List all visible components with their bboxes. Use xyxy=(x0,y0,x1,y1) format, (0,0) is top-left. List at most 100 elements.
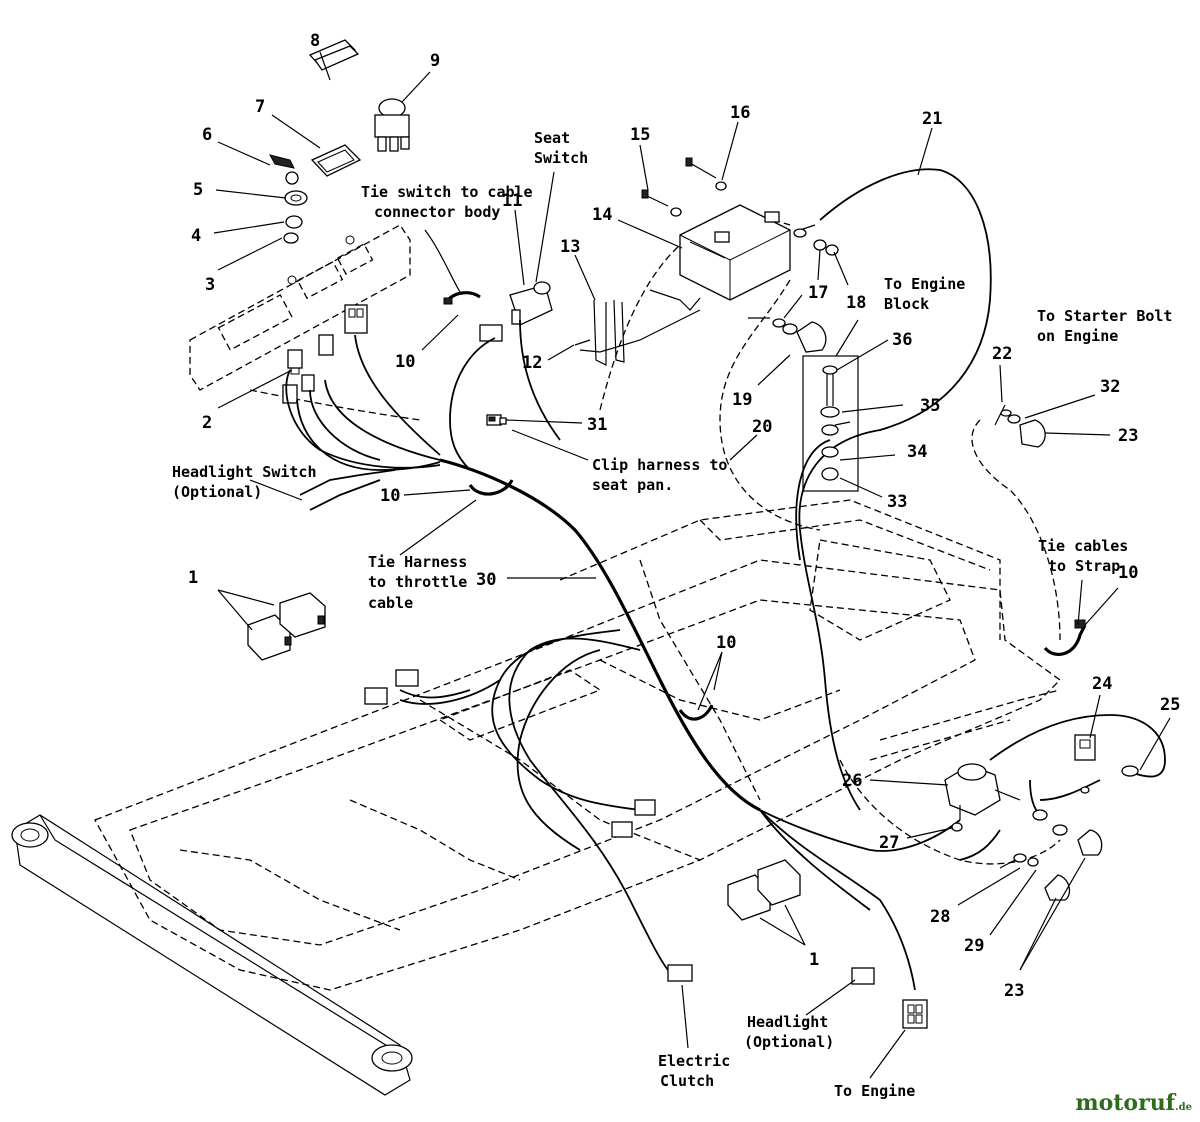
interlock-switches-1a xyxy=(247,592,326,661)
callout-27: 27 xyxy=(879,833,899,853)
callout-19: 19 xyxy=(732,390,752,410)
label-to-starter-bolt-2: on Engine xyxy=(1037,327,1118,345)
label-tie-cables-2: to Strap xyxy=(1048,557,1120,575)
cover-8 xyxy=(308,39,360,71)
callout-1-bottom: 1 xyxy=(809,950,819,970)
label-tie-switch-2: connector body xyxy=(374,203,500,221)
solenoid-26 xyxy=(944,763,1021,820)
label-tie-switch-1: Tie switch to cable xyxy=(361,183,533,201)
battery-14 xyxy=(679,204,791,301)
watermark-logo: motoruf.de xyxy=(1075,1090,1192,1116)
callout-10-top: 10 xyxy=(395,352,415,372)
callout-30: 30 xyxy=(476,570,496,590)
callout-16: 16 xyxy=(730,103,750,123)
cables-20-21 xyxy=(793,168,992,811)
callout-32: 32 xyxy=(1100,377,1120,397)
callout-23-top: 23 xyxy=(1118,426,1138,446)
callout-10-mid: 10 xyxy=(716,633,736,653)
nut-4 xyxy=(283,215,303,244)
harness-connectors-mid xyxy=(364,417,656,838)
callout-9: 9 xyxy=(430,51,440,71)
callout-29: 29 xyxy=(964,936,984,956)
callout-35: 35 xyxy=(920,396,940,416)
tie-strap-10-right xyxy=(1043,619,1087,657)
callout-36: 36 xyxy=(892,330,912,350)
callout-10-right: 10 xyxy=(1118,563,1138,583)
label-clip-harness-2: seat pan. xyxy=(592,476,673,494)
callout-21: 21 xyxy=(922,109,942,129)
nut-5 xyxy=(284,190,308,206)
bolt-stack-33-36 xyxy=(802,355,859,492)
label-headlight-switch-2: (Optional) xyxy=(172,483,262,501)
switch-24 xyxy=(1074,734,1096,761)
connector-to-engine xyxy=(902,999,928,1029)
callout-14: 14 xyxy=(592,205,612,225)
callout-17: 17 xyxy=(808,283,828,303)
callout-20: 20 xyxy=(752,417,772,437)
callout-31: 31 xyxy=(587,415,607,435)
connector-headlight xyxy=(851,967,875,985)
label-headlight-switch-1: Headlight Switch xyxy=(172,463,317,481)
starter-bolt-22-32 xyxy=(994,404,1046,448)
boot-19 xyxy=(796,321,827,353)
battery-holddown-13 xyxy=(574,289,701,366)
cable-25 xyxy=(959,714,1166,861)
callout-25: 25 xyxy=(1160,695,1180,715)
watermark-tld: .de xyxy=(1175,1102,1192,1113)
callout-2: 2 xyxy=(202,413,212,433)
label-tie-cables-1: Tie cables xyxy=(1038,537,1128,555)
interlock-switches-1b xyxy=(727,859,801,921)
callout-18: 18 xyxy=(846,293,866,313)
callout-numbers: 8 9 7 6 5 4 3 2 10 11 12 13 14 15 16 17 … xyxy=(188,31,1180,1001)
label-to-engine-block-2: Block xyxy=(884,295,929,313)
callout-12: 12 xyxy=(522,353,542,373)
label-seat-switch-1: Seat xyxy=(534,129,570,147)
label-tie-harness-1: Tie Harness xyxy=(368,553,467,571)
connector-plugs xyxy=(282,304,503,404)
label-tie-harness-3: cable xyxy=(368,594,413,612)
callout-15: 15 xyxy=(630,125,650,145)
callout-11: 11 xyxy=(502,191,522,211)
front-axle xyxy=(11,814,413,1096)
callout-13: 13 xyxy=(560,237,580,257)
leader-lines xyxy=(213,51,1171,1079)
callout-33: 33 xyxy=(887,492,907,512)
callout-22: 22 xyxy=(992,344,1012,364)
callout-26: 26 xyxy=(842,771,862,791)
callout-1-top: 1 xyxy=(188,568,198,588)
label-electric-clutch-1: Electric xyxy=(658,1052,730,1070)
frame-outline xyxy=(94,217,1061,991)
push-switch-9 xyxy=(374,98,410,152)
hardware-27-29 xyxy=(951,786,1103,901)
label-seat-switch-2: Switch xyxy=(534,149,588,167)
label-to-engine-block-1: To Engine xyxy=(884,275,965,293)
clip-31 xyxy=(486,414,502,426)
callout-5: 5 xyxy=(193,180,203,200)
callout-34: 34 xyxy=(907,442,927,462)
captions: Seat Switch Tie switch to cable connecto… xyxy=(172,129,1172,1100)
bolts-15-16 xyxy=(641,157,727,217)
callout-24: 24 xyxy=(1092,674,1112,694)
label-to-engine: To Engine xyxy=(834,1082,915,1100)
callout-3: 3 xyxy=(205,275,215,295)
label-headlight-1: Headlight xyxy=(747,1013,828,1031)
tie-strap-10-mid xyxy=(468,479,714,721)
hour-meter-7 xyxy=(310,144,362,177)
callout-6: 6 xyxy=(202,125,212,145)
label-headlight-2: (Optional) xyxy=(744,1033,834,1051)
key-6 xyxy=(269,154,299,185)
label-to-starter-bolt-1: To Starter Bolt xyxy=(1037,307,1172,325)
watermark-brand: motoruf xyxy=(1075,1090,1176,1116)
callout-8: 8 xyxy=(310,31,320,51)
dash-panel xyxy=(189,224,411,391)
seat-switch-11 xyxy=(509,281,553,326)
callout-10-left: 10 xyxy=(380,486,400,506)
label-electric-clutch-2: Clutch xyxy=(660,1072,714,1090)
tie-strap-10-top xyxy=(443,291,481,305)
label-clip-harness-1: Clip harness to xyxy=(592,456,727,474)
main-harness-30 xyxy=(285,319,961,991)
callout-4: 4 xyxy=(191,226,201,246)
callout-7: 7 xyxy=(255,97,265,117)
callout-23-bottom: 23 xyxy=(1004,981,1024,1001)
